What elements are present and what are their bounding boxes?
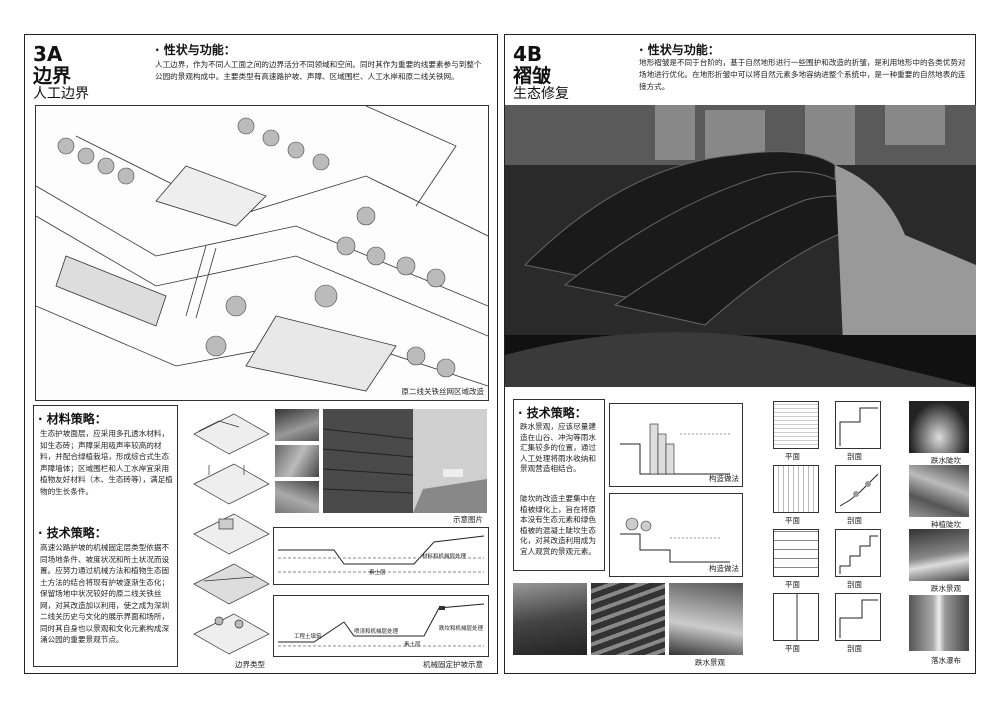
photo-caption-1: 跌水陡坎 [931,456,961,465]
photo-caption-4: 落水瀑布 [931,656,961,665]
plan-diagram-3 [773,529,819,577]
nature-heading: · 性状与功能： [639,43,720,57]
section-label-5: 素土层 [404,642,421,648]
section-diagram-4 [835,593,881,641]
section-label-3: 工程土填筑 [294,634,322,640]
section-drawing-1: 材料和机械层处理 素土层 [273,527,489,585]
plan-diagram-2 [773,465,819,513]
plan-diagram-1 [773,401,819,449]
boundary-types-sketches [193,413,270,655]
axonometric-caption: 原二线关铁丝网区域改造 [401,386,484,397]
photo-falling-water [909,595,969,651]
tech-heading: · 技术策略： [518,406,587,420]
plan-label-2: 平面 [785,516,800,525]
construction-drawing-1 [609,403,743,487]
section-diagram-3 [835,529,881,577]
boundary-types-caption: 边界类型 [235,660,265,669]
waterfall-caption: 跌水景观 [695,658,725,667]
panel-title: 褶皱 [513,65,552,87]
example-photo-caption: 示意图片 [453,515,483,524]
panel-code: 3A [33,42,63,66]
section-drawing-2: 工程土填筑 喷浇和机械层处理 素土层 跌坎和机械层处理 [273,595,489,657]
section-label-2: 剖面 [847,516,862,525]
axonometric-sketch [35,105,489,400]
photo-caption-2: 种植陡坎 [931,520,961,529]
tech-text: 高速公路护坡的机械固定层类型依据不同场地条件、坡度状况和所土状况而设置。应努力通… [40,543,170,644]
waterfall-photo-1 [513,583,587,655]
strategy-box: · 材料策略： 生态护坡面层，应采用多孔透水材料，如生态砖；声障采用吸声率较高的… [33,405,178,667]
panel-subtitle: 人工边界 [33,86,89,102]
section-label-4: 剖面 [847,644,862,653]
example-photo-image [323,409,487,513]
waterfall-photo-2 [591,583,665,655]
photo-waterfall-landscape [909,529,969,581]
plan-label-1: 平面 [785,452,800,461]
main-photo-image [505,105,976,387]
section-label-3: 剖面 [847,580,862,589]
photo-planting-slope [909,465,969,517]
main-photo [505,105,976,387]
plan-label-3: 平面 [785,580,800,589]
plan-section-grid: 平面 剖面 平面 剖面 平面 剖面 平面 剖面 [773,401,893,671]
tech-text-1: 跌水景观，应该尽量建造在山谷、冲沟等雨水汇集较多的位置，通过人工处理将雨水收纳和… [520,422,596,473]
axonometric-drawing: 原二线关铁丝网区域改造 [35,105,489,401]
left-panel: 3A 边界 人工边界 · 性状与功能： 人工边界，作为不同人工面之间的边界活分不… [24,34,498,674]
example-photo [323,409,487,513]
plan-label-4: 平面 [785,644,800,653]
waterfall-photo-3 [669,583,743,655]
section-diagram-2 [835,465,881,513]
section-caption: 机械固定护坡示意 [423,660,483,669]
right-panel: 4B 褶皱 生态修复 · 性状与功能： 地形褶皱是不同于台阶的，基于自然地形进行… [504,34,976,674]
photo-caption-3: 跌水景观 [931,584,961,593]
section-label-4: 喷浇和机械层处理 [354,629,399,635]
section-label-1: 材料和机械层处理 [422,554,467,560]
nature-text: 人工边界，作为不同人工面之间的边界活分不同领域和空间。同时其作为重要的线要素参与… [155,60,482,81]
materials-heading: · 材料策略： [38,412,107,426]
section-label-1: 剖面 [847,452,862,461]
photo-slope-3 [275,481,319,513]
construction-caption-2: 构造做法 [709,564,739,573]
panel-subtitle: 生态修复 [513,86,569,102]
materials-text: 生态护坡面层，应采用多孔透水材料，如生态砖；声障采用吸声率较高的材料，并配合绿植… [40,429,173,496]
tech-text-2: 陡坎的改造主要集中在植被绿化上，旨在将原本没有生态元素和绿色植被的混凝土陡坎生态… [520,494,596,556]
section-diagram-1 [835,401,881,449]
section-label-6: 跌坎和机械层处理 [439,626,484,632]
plan-diagram-4 [773,593,819,641]
photo-slope-2 [275,445,319,477]
nature-text: 地形褶皱是不同于台阶的，基于自然地形进行一些围护和改造的折皱，是利用地形中的各类… [639,58,966,91]
tech-box: · 技术策略： 跌水景观，应该尽量建造在山谷、冲沟等雨水汇集较多的位置，通过人工… [513,399,605,571]
nature-heading: · 性状与功能： [155,43,236,57]
panel-code: 4B [513,42,543,66]
panel-title: 边界 [33,65,72,87]
tech-heading: · 技术策略： [38,526,107,540]
construction-drawing-2 [609,493,743,577]
photo-waterfall-slope [909,401,969,453]
section-label-2: 素土层 [369,570,386,576]
construction-caption-1: 构造做法 [709,474,739,483]
photo-slope-1 [275,409,319,441]
